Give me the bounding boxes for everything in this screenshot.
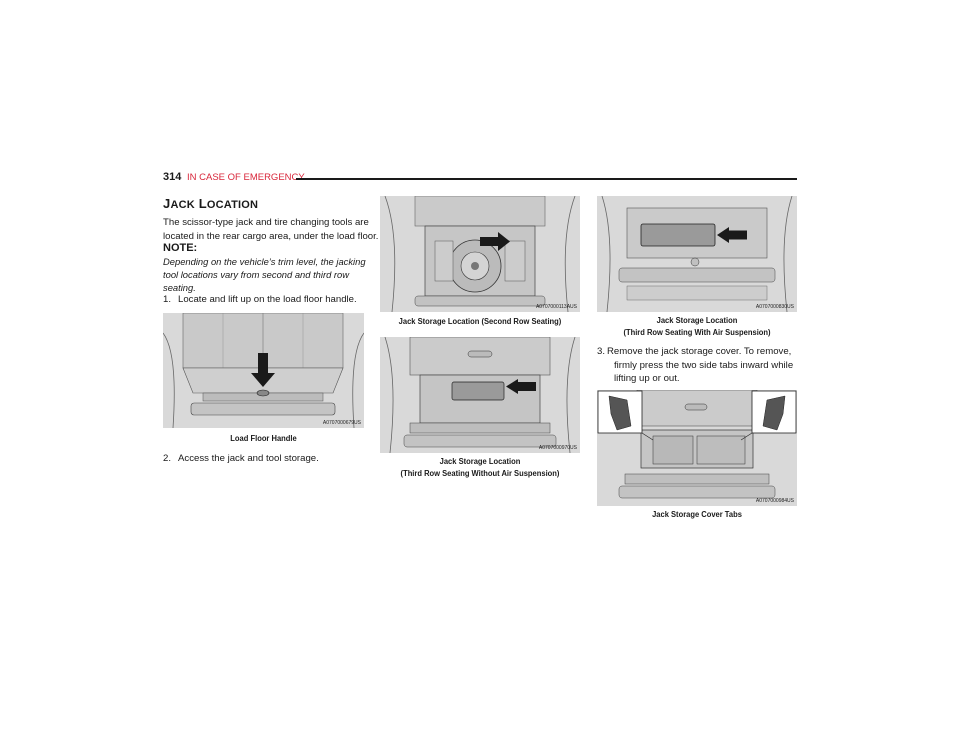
heading-cap-1: J (163, 196, 171, 211)
figure-code: A0707000970US (538, 445, 577, 451)
figure-second-row: A0707000113AUS (380, 196, 580, 312)
caption-second-row: Jack Storage Location (Second Row Seatin… (398, 316, 562, 326)
heading-cap-2: L (198, 196, 207, 211)
intro-line: The scissor-type jack and tire changing … (163, 217, 369, 228)
figure-code: A0707000984US (755, 498, 794, 504)
figure-cover-tabs: A0707000984US (597, 390, 797, 506)
step-2: 2. Access the jack and tool storage. (163, 452, 363, 466)
note-line: tool locations vary from second and thir… (163, 269, 350, 280)
intro-paragraph: The scissor-type jack and tire changing … (163, 216, 378, 244)
heading-rest-1: ACK (170, 199, 195, 211)
caption-load-floor-handle: Load Floor Handle (230, 433, 297, 443)
page-number: 314 (163, 171, 182, 183)
caption-cover-tabs: Jack Storage Cover Tabs (652, 509, 742, 519)
step-line: firmly press the two side tabs inward wh… (614, 359, 794, 371)
header-rule (296, 178, 797, 180)
caption-line: (Third Row Seating Without Air Suspensio… (400, 468, 560, 478)
step-number: 3. (597, 346, 606, 357)
figure-third-row-no-air: A0707000970US (380, 337, 580, 453)
note-text: Depending on the vehicle’s trim level, t… (163, 255, 366, 294)
note-label: NOTE: (163, 242, 198, 254)
step-3: 3. Remove the jack storage cover. To rem… (597, 345, 802, 387)
caption-line: Jack Storage Location (439, 456, 521, 466)
figure-code: A0707000679US (322, 420, 361, 426)
heading-rest-2: OCATION (206, 199, 259, 211)
step-number: 2. (163, 453, 172, 464)
caption-third-row-no-air: Jack Storage Location (Third Row Seating… (383, 455, 577, 479)
figure-code: A0707000113AUS (535, 304, 577, 310)
caption-line: (Third Row Seating With Air Suspension) (623, 327, 771, 337)
step-line: Remove the jack storage cover. To remove… (607, 346, 792, 357)
step-line: lifting up or out. (614, 373, 680, 384)
section-title: IN CASE OF EMERGENCY (187, 172, 305, 183)
note-line: Depending on the vehicle’s trim level, t… (163, 256, 366, 267)
note-line: seating. (163, 282, 196, 293)
figure-load-floor-handle: A0707000679US (163, 313, 364, 428)
caption-third-row-air: Jack Storage Location (Third Row Seating… (600, 314, 794, 338)
step-1: 1. Locate and lift up on the load floor … (163, 293, 363, 307)
step-text: Access the jack and tool storage. (178, 453, 319, 464)
page-heading: JACK LOCATION (163, 196, 258, 211)
figure-code: A0707000830US (755, 304, 794, 310)
figure-third-row-air: A0707000830US (597, 196, 797, 312)
step-text: Locate and lift up on the load floor han… (178, 294, 357, 305)
step-number: 1. (163, 294, 172, 305)
intro-line: located in the rear cargo area, under th… (163, 231, 379, 242)
caption-line: Jack Storage Location (656, 315, 738, 325)
